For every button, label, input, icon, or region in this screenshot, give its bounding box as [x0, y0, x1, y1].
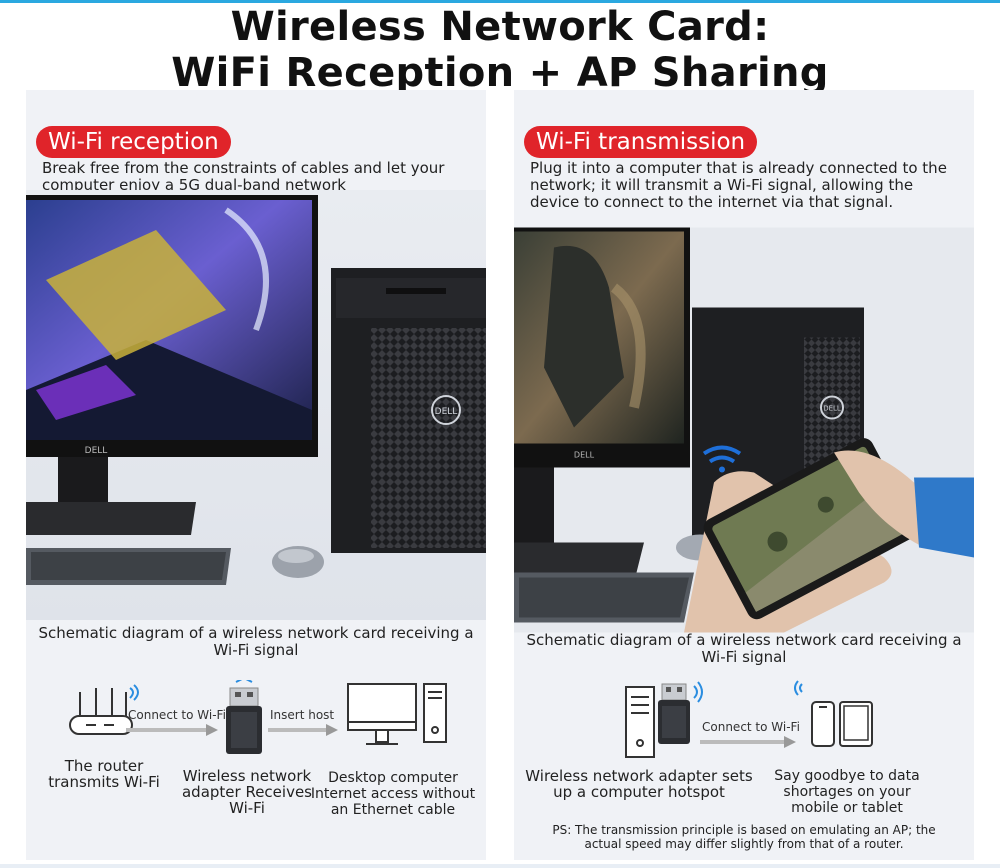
monitor-brand: DELL [85, 446, 108, 456]
keyboard [26, 548, 231, 585]
router-icon [69, 688, 133, 735]
title-line-2: WiFi Reception + AP Sharing [171, 50, 829, 96]
desktop-caption: Desktop computer Internet access without… [310, 770, 476, 818]
wifi-reception-panel: Wi-Fi reception Break free from the cons… [26, 90, 486, 860]
reception-schematic-caption: Schematic diagram of a wireless network … [38, 624, 474, 659]
reception-diagram: Schematic diagram of a wireless network … [26, 610, 486, 860]
tower-brand: DELL [823, 405, 841, 413]
connect-wifi-label: Connect to Wi-Fi [128, 708, 226, 722]
transmission-badge: Wi-Fi transmission [524, 126, 758, 158]
wifi-transmission-panel: Wi-Fi transmission Plug it into a comput… [514, 90, 974, 860]
monitor: DELL [514, 227, 690, 583]
transmission-photo: DELL DELL [514, 227, 974, 633]
connect-wifi-label-right: Connect to Wi-Fi [702, 720, 800, 734]
arrow-right-icon-3 [700, 736, 796, 748]
monitor: DELL [26, 195, 318, 535]
router-caption: The router transmits Wi-Fi [48, 757, 160, 791]
reception-photo: DELL DELL [26, 190, 486, 620]
tablet-icon [839, 701, 873, 747]
pc-tower: DELL [331, 268, 486, 553]
usb-adapter-icon [226, 680, 262, 754]
ps-note: PS: The transmission principle is based … [552, 823, 936, 851]
devices-caption: Say goodbye to data shortages on your mo… [774, 768, 920, 816]
transmission-description: Plug it into a computer that is already … [530, 159, 947, 211]
top-accent-line [0, 0, 1000, 3]
smartphone-icon [811, 701, 835, 747]
tower-brand: DELL [435, 407, 458, 417]
title-line-1: Wireless Network Card: [230, 4, 770, 50]
wifi-signal-icon [129, 684, 139, 701]
arrow-right-icon-2 [268, 724, 338, 736]
transmission-schematic-caption: Schematic diagram of a wireless network … [526, 631, 962, 666]
arrow-right-icon [126, 724, 218, 736]
wifi-signal-icon [702, 445, 742, 473]
tablet-in-hands [684, 438, 974, 633]
adapter-caption: Wireless network adapter Receives Wi-Fi [181, 767, 312, 817]
pc-tower-icon [625, 686, 655, 758]
page-title: Wireless Network Card: WiFi Reception + … [0, 4, 1000, 96]
reception-description: Break free from the constraints of cable… [42, 159, 445, 194]
hotspot-caption: Wireless network adapter sets up a compu… [525, 767, 753, 801]
monitor-brand: DELL [574, 451, 595, 460]
bottom-accent-line [0, 864, 1000, 868]
desktop-computer-icon [347, 683, 447, 745]
wifi-signal-icon-2 [794, 680, 803, 696]
insert-host-label: Insert host [270, 708, 335, 722]
usb-adapter-icon [658, 681, 703, 744]
reception-badge: Wi-Fi reception [36, 126, 231, 158]
transmission-diagram: Schematic diagram of a wireless network … [514, 610, 974, 860]
